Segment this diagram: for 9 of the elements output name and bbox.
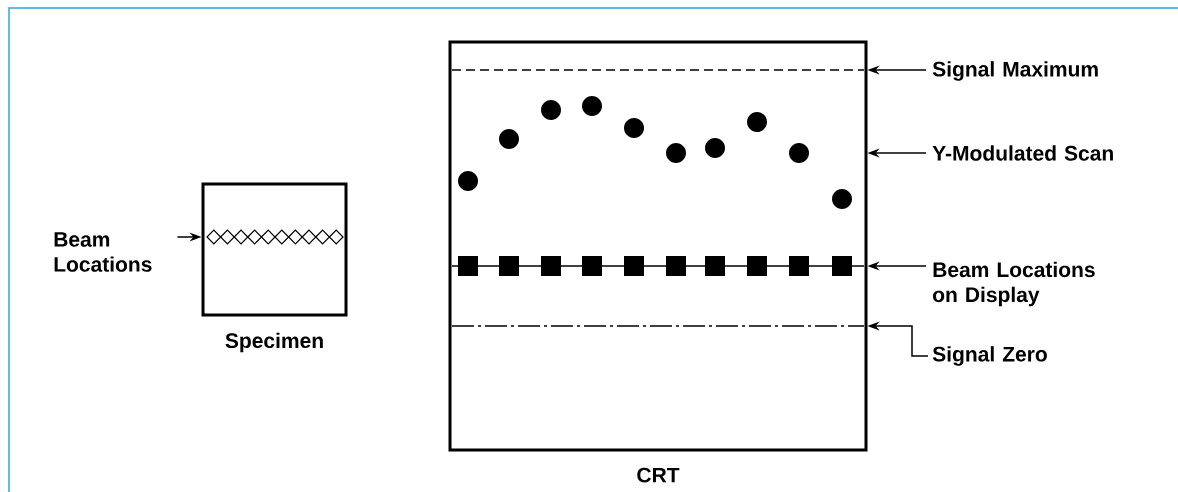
callout-text: Y-Modulated Scan <box>932 145 1113 161</box>
callout-text: Beam Locations on Display <box>933 261 1095 307</box>
box-label: Specimen <box>225 332 323 353</box>
callout-text: Signal Zero <box>932 346 1047 366</box>
callout-text: Beam Locations <box>54 232 152 272</box>
crt-screen <box>448 40 868 483</box>
box-label: CRT <box>637 467 680 483</box>
callout-text: Signal Maximum <box>932 61 1098 81</box>
specimen-box <box>201 182 348 353</box>
